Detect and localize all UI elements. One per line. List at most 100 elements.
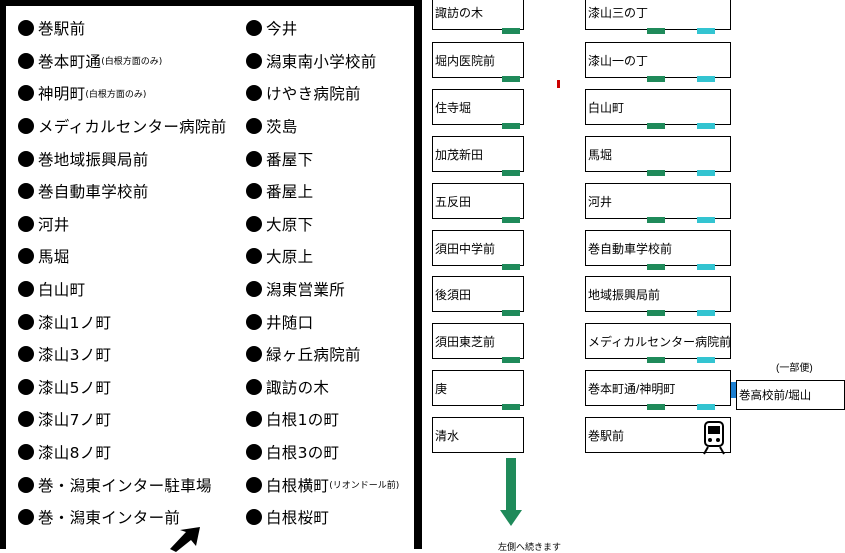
pointer-arrow-icon: [170, 527, 200, 552]
panel-border-left: [0, 0, 6, 549]
stop-dot-icon: [18, 183, 34, 200]
stop-item: メディカルセンター病院前: [18, 110, 227, 143]
panel-border-right: [414, 0, 422, 549]
continue-note: 左側へ続きます: [498, 542, 562, 552]
route-stop-box: 巻本町通/神明町: [585, 370, 731, 406]
stop-item: 番屋下: [246, 142, 399, 175]
stop-item: 神明町(白根方面のみ): [18, 77, 227, 110]
stop-item: 漆山8ノ町: [18, 436, 227, 469]
stop-item: 潟東営業所: [246, 273, 399, 306]
stop-name: 緑ヶ丘病院前: [266, 346, 361, 365]
down-arrow-icon: [500, 458, 522, 526]
stop-item: 番屋上: [246, 175, 399, 208]
stop-name: 白根3の町: [266, 444, 340, 463]
stop-name: 大原上: [266, 248, 314, 267]
route-connector-green: [502, 123, 520, 129]
route-connector-cyan: [697, 310, 715, 316]
route-connector-green: [502, 28, 520, 34]
stop-item: 巻自動車学校前: [18, 175, 227, 208]
route-stop-box: 漆山一の丁: [585, 42, 731, 78]
stop-name: 諏訪の木: [266, 378, 330, 397]
stop-name: 神明町: [38, 85, 86, 104]
route-connector-green: [647, 76, 665, 82]
panel-border-top: [0, 0, 422, 6]
stop-name: 潟東南小学校前: [266, 52, 377, 71]
stop-dot-icon: [246, 183, 262, 200]
route-connector-green: [502, 264, 520, 270]
route-stop-box: 地域振興局前: [585, 276, 731, 312]
train-icon: [703, 421, 725, 455]
route-connector-green: [647, 357, 665, 363]
route-stop-extra: 巻高校前/堀山: [736, 380, 845, 410]
route-connector-green: [647, 310, 665, 316]
route-stop-box: メディカルセンター病院前: [585, 323, 731, 359]
route-connector-green: [647, 217, 665, 223]
stop-note: (リオンドール前): [329, 481, 400, 492]
stop-dot-icon: [246, 281, 262, 298]
stop-name: 馬堀: [38, 248, 70, 267]
stop-dot-icon: [18, 444, 34, 461]
route-stop-box: 河井: [585, 183, 731, 219]
stop-name: 今井: [266, 20, 298, 39]
stop-column-2: 今井潟東南小学校前けやき病院前茨島番屋下番屋上大原下大原上潟東営業所井随口緑ヶ丘…: [246, 12, 399, 534]
stop-name: 河井: [38, 215, 70, 234]
stop-dot-icon: [246, 476, 262, 493]
stop-dot-icon: [246, 150, 262, 167]
route-connector-cyan: [697, 28, 715, 34]
stop-name: 巻駅前: [38, 20, 86, 39]
stop-note: (白根方面のみ): [85, 89, 147, 100]
route-stop-box: 諏訪の木: [432, 0, 524, 30]
route-connector-green: [647, 123, 665, 129]
stop-item: 白根横町(リオンドール前): [246, 468, 399, 501]
route-connector-cyan: [697, 264, 715, 270]
stop-dot-icon: [246, 215, 262, 232]
stop-item: 漆山7ノ町: [18, 403, 227, 436]
route-stop-box: 五反田: [432, 183, 524, 219]
stop-item: 巻・潟東インター前: [18, 501, 227, 534]
stop-item: 茨島: [246, 110, 399, 143]
stop-note: (白根方面のみ): [101, 57, 163, 68]
route-connector-green: [502, 217, 520, 223]
stop-item: 白根桜町: [246, 501, 399, 534]
stop-dot-icon: [246, 313, 262, 330]
stop-item: 大原上: [246, 240, 399, 273]
stop-dot-icon: [246, 85, 262, 102]
route-connector-cyan: [697, 357, 715, 363]
stop-name: 井随口: [266, 313, 314, 332]
stop-name: 白根桜町: [266, 509, 330, 528]
stop-item: 巻駅前: [18, 12, 227, 45]
route-connector-cyan: [697, 76, 715, 82]
stop-column-1: 巻駅前巻本町通(白根方面のみ)神明町(白根方面のみ)メディカルセンター病院前巻地…: [18, 12, 227, 534]
route-stop-box: 清水: [432, 417, 524, 453]
stop-name: 番屋下: [266, 150, 314, 169]
extra-note: (一部便): [776, 363, 813, 374]
stop-dot-icon: [18, 52, 34, 69]
stop-dot-icon: [18, 346, 34, 363]
stop-item: 今井: [246, 12, 399, 45]
stop-name: 漆山3ノ町: [38, 346, 112, 365]
route-connector-cyan: [697, 170, 715, 176]
stop-name: 白山町: [38, 281, 86, 300]
stop-dot-icon: [18, 378, 34, 395]
stop-dot-icon: [18, 150, 34, 167]
stop-item: 諏訪の木: [246, 371, 399, 404]
stop-item: 潟東南小学校前: [246, 45, 399, 78]
stop-item: 大原下: [246, 208, 399, 241]
stop-name: 巻本町通: [38, 52, 102, 71]
stop-item: 漆山5ノ町: [18, 371, 227, 404]
stop-item: 巻・潟東インター駐車場: [18, 468, 227, 501]
stop-dot-icon: [246, 346, 262, 363]
stop-item: 井随口: [246, 305, 399, 338]
stop-dot-icon: [246, 118, 262, 135]
stop-item: けやき病院前: [246, 77, 399, 110]
stop-item: 巻地域振興局前: [18, 142, 227, 175]
stop-item: 巻本町通(白根方面のみ): [18, 45, 227, 78]
stop-name: メディカルセンター病院前: [38, 118, 227, 137]
stop-dot-icon: [18, 313, 34, 330]
stop-item: 河井: [18, 208, 227, 241]
stop-dot-icon: [246, 20, 262, 37]
stop-dot-icon: [246, 52, 262, 69]
route-stop-box: 須田中学前: [432, 230, 524, 266]
route-connector-cyan: [697, 217, 715, 223]
stop-name: 巻自動車学校前: [38, 183, 149, 202]
